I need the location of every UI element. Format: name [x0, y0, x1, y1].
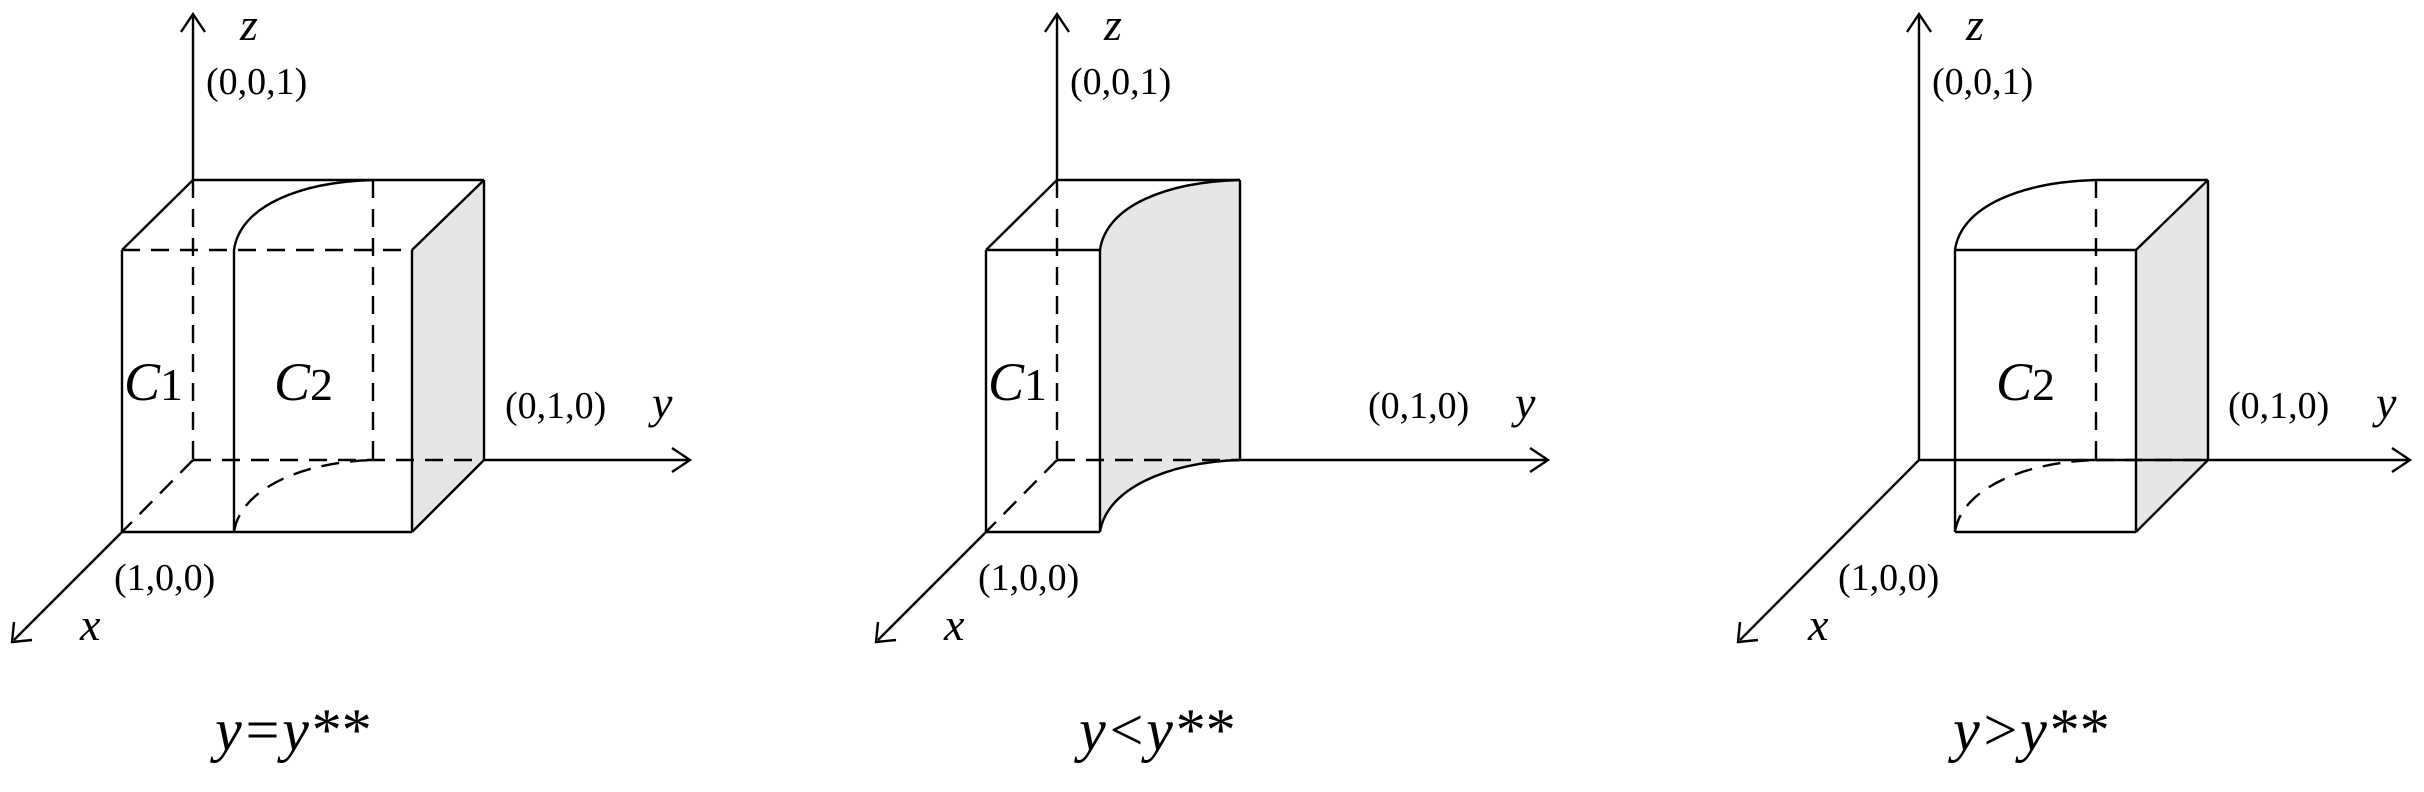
cube-visible-edges — [120, 178, 486, 534]
hidden-edge-bottom-left — [121, 459, 194, 533]
y-axis-arrowhead — [2391, 447, 2413, 473]
axes — [874, 11, 1551, 644]
x-axis-arrowhead — [10, 621, 33, 644]
x-axis — [1739, 459, 1920, 641]
region-c1-letter: C — [124, 352, 161, 412]
solid-visible-edges — [984, 178, 1242, 534]
hidden-edge-bottom-left — [985, 459, 1058, 533]
z-axis-arrowhead — [1906, 11, 1932, 33]
shaded-right-face — [412, 180, 484, 532]
point-label-x: (1,0,0) — [978, 557, 1079, 599]
x-axis-label: x — [79, 599, 101, 650]
edge-bottom-right — [2135, 459, 2209, 533]
hidden-edges — [985, 180, 1240, 533]
edge-top-left — [985, 179, 1058, 251]
region-c2-label: C2 — [1996, 352, 2055, 412]
point-label-z: (0,0,1) — [206, 61, 307, 103]
region-c1-label: C1 — [124, 352, 183, 412]
hidden-bottom-curve — [232, 458, 374, 533]
x-axis — [13, 531, 123, 641]
axes — [10, 11, 693, 644]
hidden-edges — [121, 180, 484, 533]
edge-top-right — [2135, 179, 2209, 251]
panel-less: z (0,0,1) (0,1,0) y (1,0,0) x C1 y<y** — [874, 0, 1551, 763]
panel-caption: y>y** — [1947, 697, 2107, 763]
z-axis-label: z — [239, 0, 258, 50]
region-c1-subscript: 1 — [160, 359, 183, 410]
edge-bottom-right — [411, 459, 485, 533]
axes — [1736, 11, 2413, 644]
z-axis-label: z — [1103, 0, 1122, 50]
region-c2-subscript: 2 — [2032, 359, 2055, 410]
region-c2-letter: C — [1996, 352, 2033, 412]
y-axis-label: y — [648, 377, 673, 428]
region-c2-subscript: 2 — [310, 359, 333, 410]
hidden-bottom-curve — [1953, 458, 2097, 533]
x-axis — [877, 531, 987, 641]
y-axis-label: y — [2372, 377, 2397, 428]
surface-top-curve — [232, 178, 374, 251]
point-label-z: (0,0,1) — [1070, 61, 1171, 103]
x-axis-arrowhead — [1736, 621, 1759, 644]
region-c2-letter: C — [274, 352, 311, 412]
point-label-x: (1,0,0) — [114, 557, 215, 599]
surface-top-curve — [1098, 178, 1241, 251]
x-axis-label: x — [1807, 599, 1829, 650]
shaded-right-face — [2136, 180, 2208, 532]
x-axis-arrowhead — [874, 621, 897, 644]
point-label-y: (0,1,0) — [505, 385, 606, 427]
region-c1-subscript: 1 — [1024, 359, 1047, 410]
edge-top-right — [411, 179, 485, 251]
panel-greater: z (0,0,1) (0,1,0) y (1,0,0) x C2 y>y** — [1736, 0, 2413, 763]
edge-top-left — [121, 179, 194, 251]
solid-visible-edges — [1953, 178, 2210, 534]
y-axis-label: y — [1511, 377, 1536, 428]
z-axis-arrowhead — [180, 11, 206, 33]
surface-top-curve — [1953, 178, 2097, 251]
x-axis-label: x — [943, 599, 965, 650]
y-axis-arrowhead — [671, 447, 693, 473]
y-axis-arrowhead — [1529, 447, 1551, 473]
z-axis-label: z — [1965, 0, 1984, 50]
point-label-y: (0,1,0) — [2228, 385, 2329, 427]
z-axis-arrowhead — [1044, 11, 1070, 33]
panel-caption: y=y** — [209, 697, 369, 763]
panel-equal: z (0,0,1) (0,1,0) y (1,0,0) x C1 C2 y=y*… — [10, 0, 693, 763]
surface-bottom-curve — [1098, 458, 1241, 533]
panel-caption: y<y** — [1073, 697, 1233, 763]
point-label-y: (0,1,0) — [1368, 385, 1469, 427]
hidden-edges — [1953, 180, 2208, 533]
region-c1-label: C1 — [988, 352, 1047, 412]
point-label-z: (0,0,1) — [1932, 61, 2033, 103]
shaded-curved-surface — [1100, 180, 1240, 532]
region-c1-letter: C — [988, 352, 1025, 412]
region-c2-label: C2 — [274, 352, 333, 412]
point-label-x: (1,0,0) — [1838, 557, 1939, 599]
